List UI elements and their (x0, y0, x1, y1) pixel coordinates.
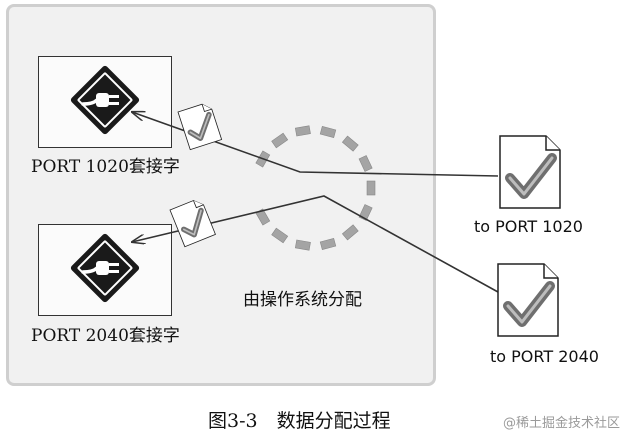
spinner-icon (255, 125, 376, 251)
plug-icon-1020 (69, 64, 141, 136)
spinner-dash (358, 155, 373, 172)
spinner-dash (294, 239, 311, 251)
plug-icon-2040 (69, 232, 141, 304)
spinner-dash (341, 135, 359, 152)
packet-label-2040: to PORT 2040 (490, 347, 599, 366)
spinner-dash (271, 132, 289, 149)
socket-label-2040: PORT 2040套接字 (31, 326, 180, 346)
watermark: @稀土掘金技术社区 (503, 416, 621, 431)
spinner-dash (319, 125, 337, 139)
spinner-dash (341, 224, 359, 241)
spinner-dash (294, 125, 311, 137)
spinner-dash (319, 237, 337, 251)
packet-icon-1020 (500, 136, 560, 208)
packet-icon-2040 (498, 264, 558, 336)
packet-icon-small-2040 (170, 198, 215, 247)
spinner-dash (366, 180, 376, 196)
packet-label-1020: to PORT 1020 (474, 217, 583, 236)
socket-label-1020: PORT 1020套接字 (31, 157, 180, 177)
spinner-dash (271, 227, 289, 244)
figure-caption: 图3-3 数据分配过程 (208, 410, 391, 432)
os-dispatch-label: 由操作系统分配 (243, 290, 362, 310)
